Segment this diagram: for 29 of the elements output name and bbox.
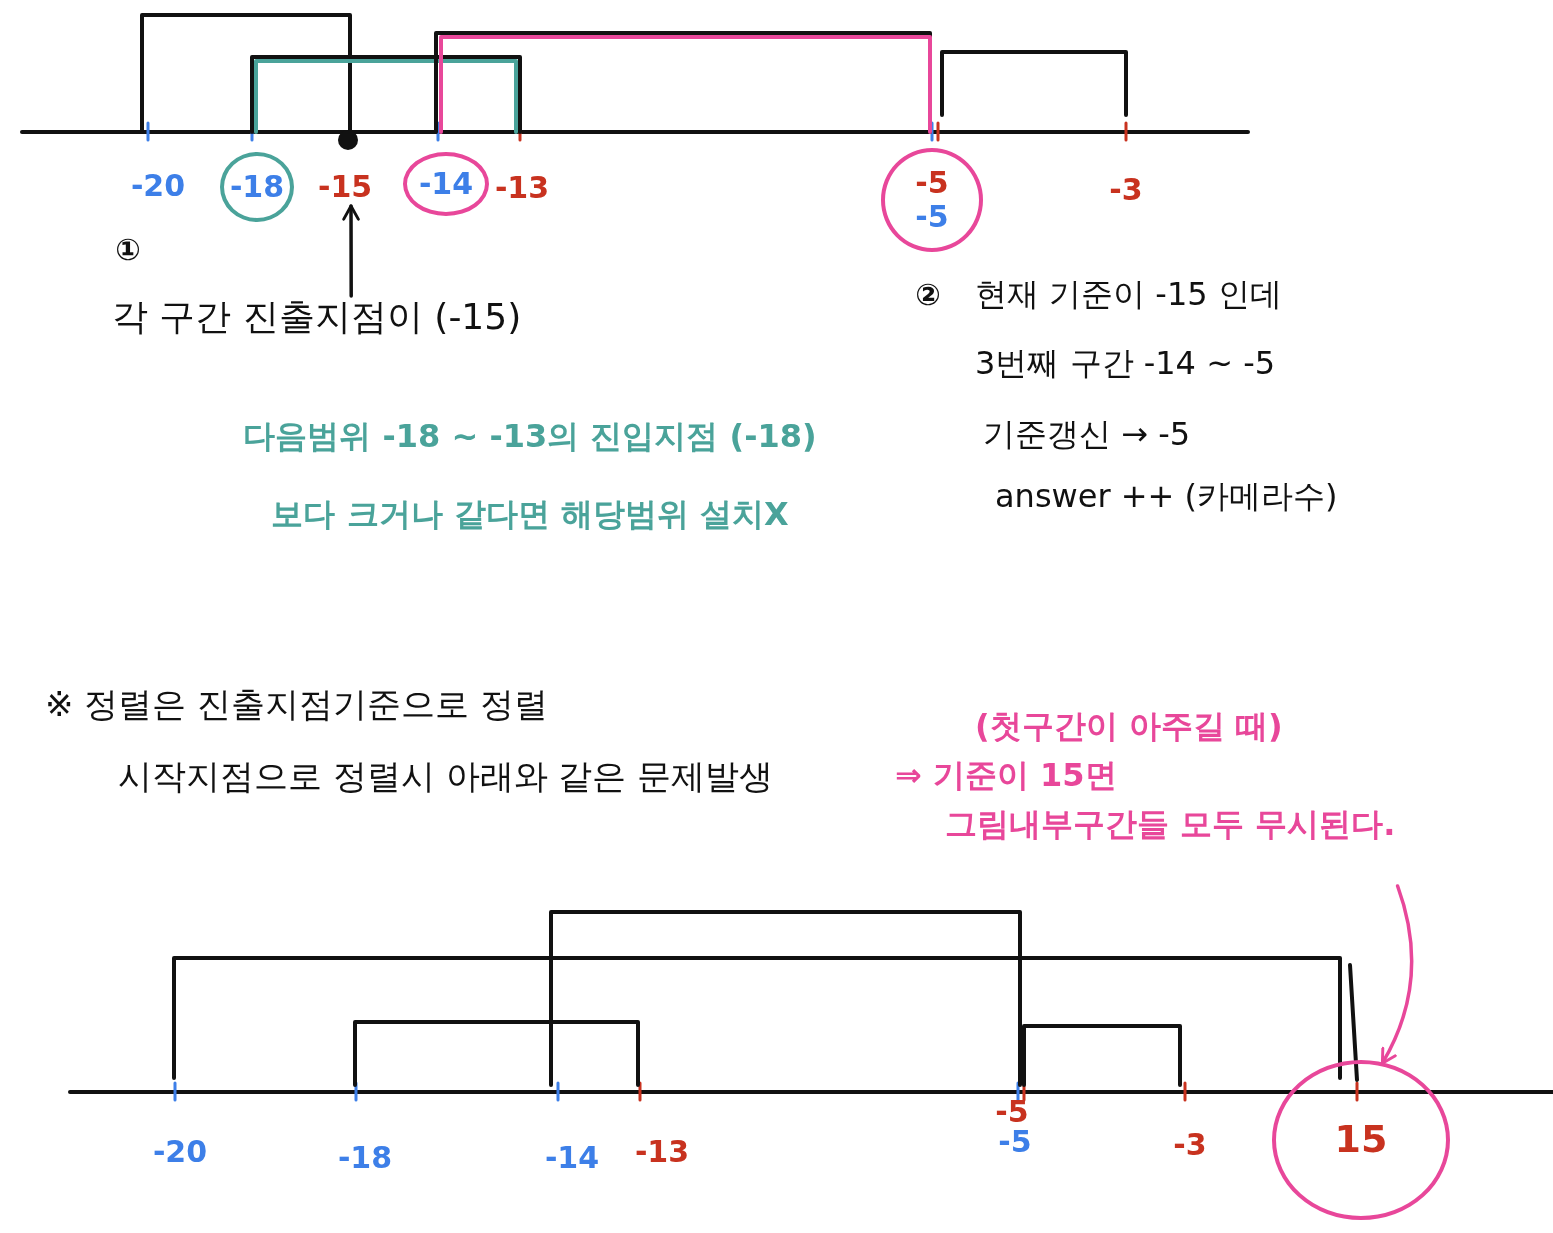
axis-value: -20 (130, 168, 186, 204)
circled-number: -18 (220, 152, 294, 222)
note-text: ※ 정렬은 진출지점기준으로 정렬 (45, 685, 548, 725)
circled-number: -14 (403, 152, 489, 216)
arrow (1380, 884, 1414, 1065)
axis-value: -20 (152, 1134, 208, 1170)
note-text: 그림내부구간들 모두 무시된다. (945, 805, 1396, 843)
note-text: 시작지점으로 정렬시 아래와 같은 문제발생 (118, 757, 774, 797)
note-text: 다음범위 -18 ~ -13의 진입지점 (-18)보다 크거나 같다면 해당범위 설치X (242, 416, 818, 535)
circled-number: 15 (1272, 1060, 1450, 1220)
note-text: -15 (318, 170, 374, 205)
note-text: answer ++ (카메라수) (995, 478, 1338, 515)
note-text: (첫구간이 아주길 때) (975, 708, 1283, 745)
axis-value: -3 (1109, 172, 1143, 208)
number-text: -5 (915, 200, 949, 235)
arrow (342, 204, 360, 298)
axis-value: -18 (337, 1140, 393, 1176)
axis-value: -14 (544, 1140, 600, 1176)
axis-value: ② (915, 277, 941, 313)
note-text: 3번째 구간 -14 ~ -5 (975, 345, 1276, 382)
note-text: 현재 기준이 -15 인데 (975, 276, 1282, 313)
note-text: ⇒ 기준이 15면 (895, 756, 1117, 794)
axis-value: ① (115, 232, 141, 268)
axis-value: -13 (494, 170, 550, 206)
note-text: 기준갱신 → -5 (983, 416, 1191, 453)
axis-value: -13 (634, 1134, 690, 1170)
number-text: -5 (915, 165, 949, 200)
axis-value: -3 (1173, 1127, 1207, 1163)
note-text: 각 구간 진출지점이 (-15) (112, 296, 522, 338)
